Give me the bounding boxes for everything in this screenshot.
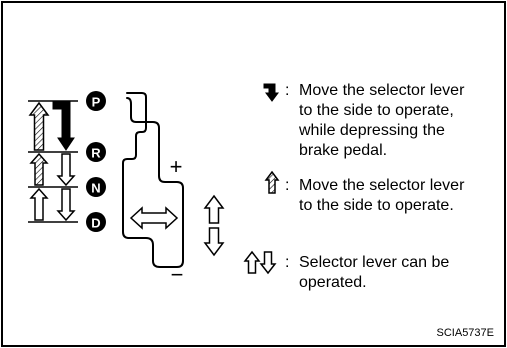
manual-shift-arrows (203, 194, 225, 257)
legend-solid-line-2: to the side to operate, (299, 102, 454, 119)
legend-solid-line-4: brake pedal. (299, 142, 387, 159)
hollow-down-arrow-n-to-d (56, 188, 76, 222)
hollow-down-arrow-r-to-n (56, 153, 76, 187)
legend-hollow-colon: : (285, 254, 289, 271)
gear-p-text: P (92, 95, 101, 110)
horizontal-double-arrow (129, 206, 179, 230)
manual-down-arrow (203, 227, 225, 257)
solid-down-arrow-p-to-r (52, 100, 75, 151)
gear-label-r: R (86, 142, 106, 162)
legend-hollow-down-arrow-icon (259, 251, 277, 275)
legend-solid-colon: : (285, 82, 289, 99)
shift-sequence-arrows (28, 100, 78, 223)
gear-r-text: R (91, 146, 101, 161)
legend-hollow-up-arrow-icon (243, 250, 261, 274)
legend-hatched-arrow-icon (264, 170, 280, 194)
legend: : Move the selector lever to the side to… (243, 82, 465, 291)
legend-hatched-colon: : (285, 177, 289, 194)
gear-d-text: D (91, 216, 100, 231)
hatched-up-arrow-n-to-r (29, 152, 49, 186)
hatched-up-arrow-r-to-p (28, 101, 50, 151)
gear-n-text: N (91, 181, 100, 196)
manual-up-arrow (203, 194, 225, 224)
minus-sign: − (171, 262, 184, 287)
figure-code: SCIA5737E (437, 327, 494, 339)
hollow-up-arrow-d-to-n (29, 187, 49, 221)
legend-solid-arrow-icon (263, 83, 279, 102)
legend-solid-line-3: while depressing the (298, 122, 445, 139)
gear-label-d: D (86, 212, 106, 232)
legend-hollow-line-2: operated. (299, 274, 367, 291)
legend-hollow-line-1: Selector lever can be (299, 254, 449, 271)
gear-label-p: P (86, 91, 106, 111)
legend-hatched-line-2: to the side to operate. (299, 197, 454, 214)
legend-solid-line-1: Move the selector lever (299, 82, 465, 99)
plus-sign: + (170, 154, 183, 179)
shift-gate: + − (122, 92, 184, 287)
gear-label-n: N (86, 177, 106, 197)
shift-gate-outline (122, 92, 184, 268)
legend-hatched-line-1: Move the selector lever (299, 177, 465, 194)
